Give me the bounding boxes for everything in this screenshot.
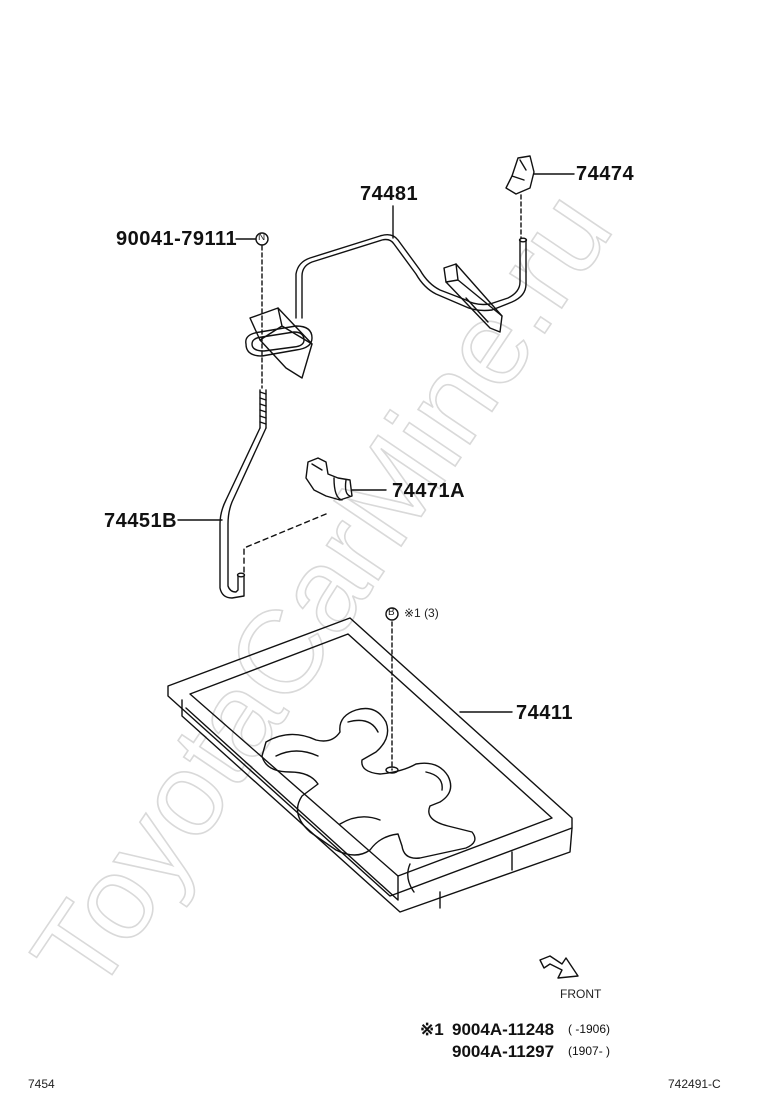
footnote-range-2: (1907- ) (568, 1044, 611, 1058)
footnote-part-1: 9004A-11248 (452, 1020, 555, 1039)
footer-page-code: 7454 (28, 1077, 55, 1091)
footnote-mark: ※1 (420, 1020, 444, 1039)
front-label: FRONT (560, 987, 602, 1001)
label-74474: 74474 (576, 163, 635, 185)
rod-74451B (219, 389, 267, 599)
nut-symbol-letter: N (258, 232, 266, 243)
label-90041-79111: 90041-79111 (116, 228, 238, 250)
tube-74481 (295, 233, 528, 319)
front-arrow-icon (539, 955, 579, 979)
dash-74471A (243, 513, 327, 573)
label-74481: 74481 (360, 183, 419, 205)
label-74451B: 74451B (104, 510, 178, 532)
tray-74411 (167, 617, 573, 913)
bolt-symbol-circle (385, 607, 399, 621)
footnote-part-2: 9004A-11297 (452, 1042, 555, 1061)
left-bracket (245, 307, 313, 379)
label-74471A: 74471A (392, 480, 466, 502)
footer-figure-code: 742491-C (668, 1077, 721, 1091)
hose-74471A (305, 457, 353, 501)
hose-74474 (505, 155, 535, 239)
right-bracket (443, 263, 503, 333)
footnote-range-1: ( -1906) (568, 1022, 611, 1036)
bolt-reference: ※1 (3) (404, 606, 439, 620)
bolt-symbol-letter: B (388, 607, 395, 618)
label-74411: 74411 (516, 702, 574, 724)
